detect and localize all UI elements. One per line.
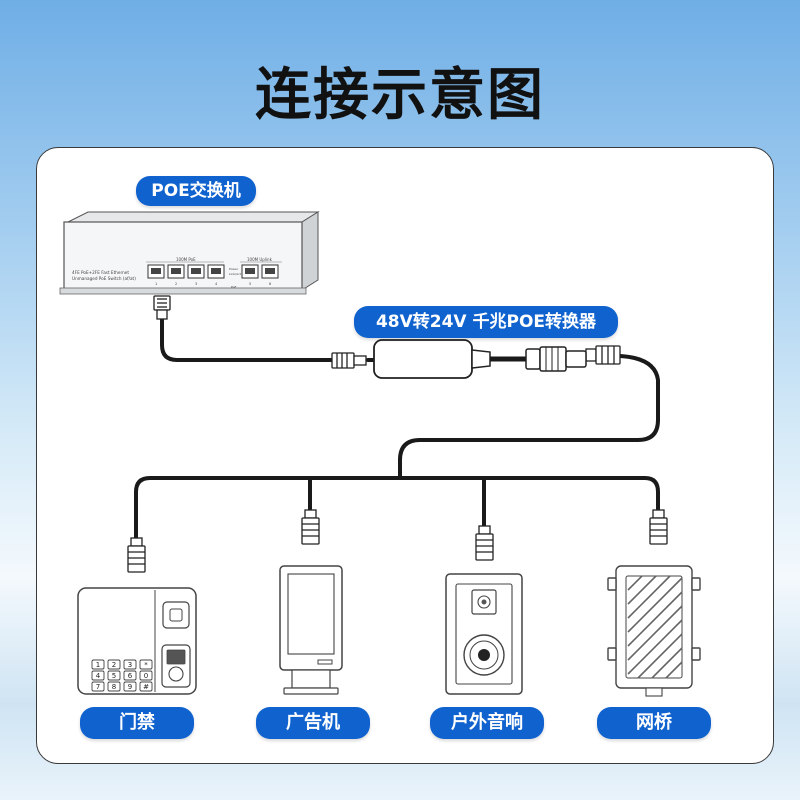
cable-trunk <box>134 476 660 542</box>
key: 2 <box>112 661 116 669</box>
ad-kiosk-device <box>279 565 343 695</box>
port-number: 4 <box>215 282 218 286</box>
switch-ports <box>147 264 279 279</box>
rj45-connector-device2 <box>301 509 320 545</box>
rj45-connector-device1 <box>127 537 146 573</box>
key: 8 <box>112 683 116 691</box>
port-number: 3 <box>195 282 197 286</box>
device-label-access-control: 门禁 <box>80 707 194 739</box>
uplink-group-label: 100M Uplink <box>247 257 273 262</box>
key: 3 <box>128 661 132 669</box>
page-title: 连接示意图 <box>255 63 545 128</box>
converter-label: 48V转24V 千兆POE转换器 <box>354 306 618 338</box>
key: 6 <box>128 672 133 680</box>
indicator-poe: PoE <box>231 285 237 289</box>
rj45-connector-device4 <box>649 509 668 545</box>
poe-converter <box>373 339 587 379</box>
switch-model-line1: 4FE PoE+2FE Fast Ethernet <box>72 270 129 275</box>
device-label-outdoor-speaker: 户外音响 <box>430 707 544 739</box>
cables <box>134 316 660 542</box>
key: 5 <box>112 672 116 680</box>
port-number: 5 <box>249 282 251 286</box>
keypad: 1 2 3 4 5 6 7 8 9 * 0 # <box>91 659 153 692</box>
access-control-device <box>77 587 197 695</box>
rj45-connector-converter-out <box>585 345 621 365</box>
device-label-ad-kiosk: 广告机 <box>256 707 370 739</box>
outdoor-speaker-device <box>445 573 523 695</box>
indicator-power: Power <box>229 267 239 271</box>
key: 7 <box>96 683 100 691</box>
rj45-connector-converter-in <box>331 352 367 369</box>
port-number: 1 <box>155 282 157 286</box>
switch-label: POE交换机 <box>136 176 256 206</box>
poe-switch: 4FE PoE+2FE Fast Ethernet Unmanaged PoE … <box>59 211 320 295</box>
key: * <box>144 661 148 669</box>
device-label-bridge: 网桥 <box>597 707 711 739</box>
port-number: 2 <box>175 282 177 286</box>
rj45-connector-switch <box>153 295 171 320</box>
rj45-connector-device3 <box>475 525 494 561</box>
key: 1 <box>96 661 100 669</box>
key: # <box>143 683 149 691</box>
key: 4 <box>96 672 101 680</box>
switch-model-line2: Unmanaged PoE Switch (af/at) <box>72 276 136 281</box>
key: 9 <box>128 683 132 691</box>
key: 0 <box>144 672 148 680</box>
poe-group-label: 100M PoE <box>176 257 196 262</box>
cable-switch-to-converter <box>160 316 334 362</box>
wireless-bridge-device <box>607 565 701 697</box>
port-number: 6 <box>269 282 271 286</box>
indicator-link: Link/Act <box>229 272 242 276</box>
cable-converter-out <box>398 354 660 480</box>
